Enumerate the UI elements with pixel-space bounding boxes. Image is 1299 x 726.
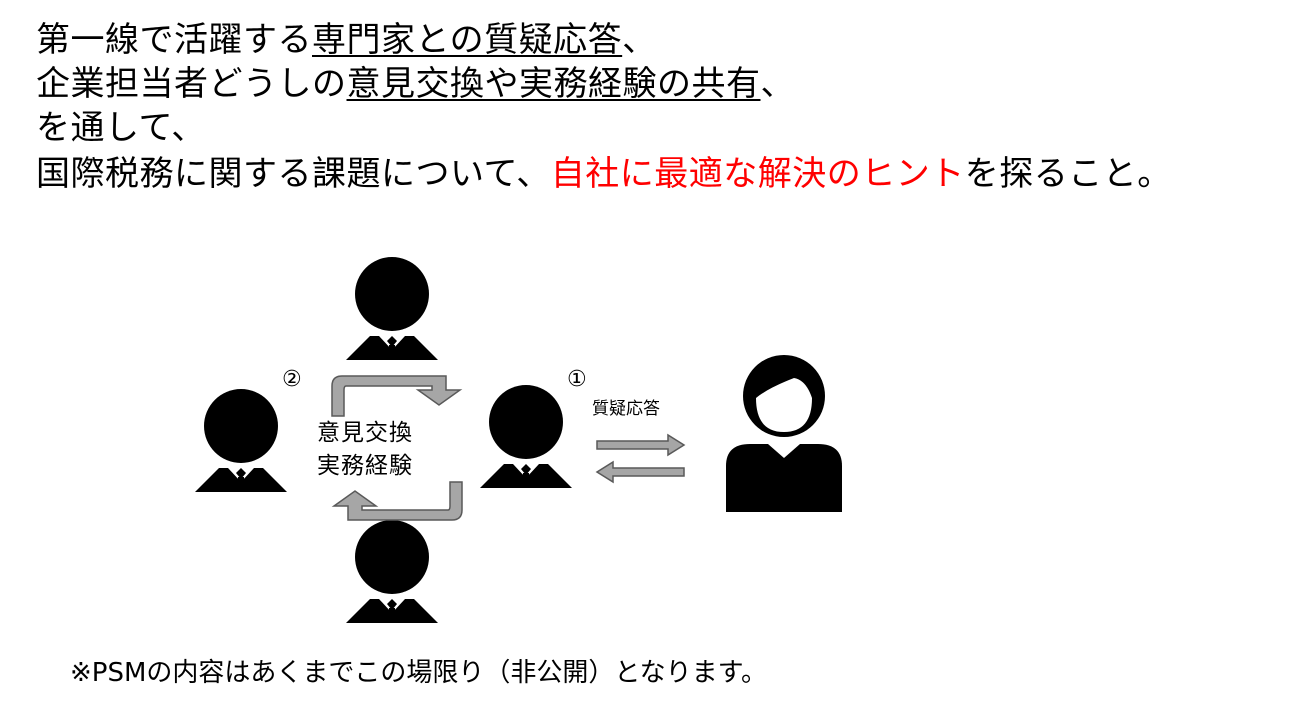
circular-arrow-icon-top: [331, 375, 463, 417]
headline-text: 第一線で活躍する: [36, 20, 312, 60]
headline-line-3: を通して、: [36, 108, 206, 148]
businessman-icon-center: [480, 385, 572, 488]
step-marker-1: ①: [567, 367, 587, 392]
footnote: ※PSMの内容はあくまでこの場限り（非公開）となります。: [70, 658, 768, 688]
qa-label: 質疑応答: [592, 399, 660, 419]
exchange-label-experience: 実務経験: [317, 453, 413, 479]
headline-line-1: 第一線で活躍する専門家との質疑応答、: [36, 20, 657, 60]
step-marker-2: ②: [282, 367, 302, 392]
double-arrow-icon: [595, 433, 686, 484]
businessman-icon-bottom: [346, 520, 438, 623]
person-icon: [726, 355, 842, 512]
headline-line-2: 企業担当者どうしの意見交換や実務経験の共有、: [36, 64, 795, 104]
headline-text: 、: [760, 64, 795, 104]
headline-text: 国際税務に関する課題について、: [36, 154, 551, 194]
circular-arrow-icon-bottom: [331, 481, 463, 521]
businessman-icon-left: [195, 389, 287, 492]
headline-underlined-text: 意見交換や実務経験の共有: [346, 64, 761, 104]
headline-text: 、: [622, 20, 657, 60]
headline-text: 企業担当者どうしの: [36, 64, 347, 104]
exchange-label-opinions: 意見交換: [317, 420, 413, 446]
businessman-icon-top: [346, 257, 438, 360]
headline-underlined-text: 専門家との質疑応答: [312, 20, 623, 60]
headline-line-4: 国際税務に関する課題について、自社に最適な解決のヒントを探ること。: [36, 154, 1172, 194]
headline-text: を探ること。: [964, 154, 1172, 194]
headline-emphasis-text: 自社に最適な解決のヒント: [550, 154, 965, 194]
